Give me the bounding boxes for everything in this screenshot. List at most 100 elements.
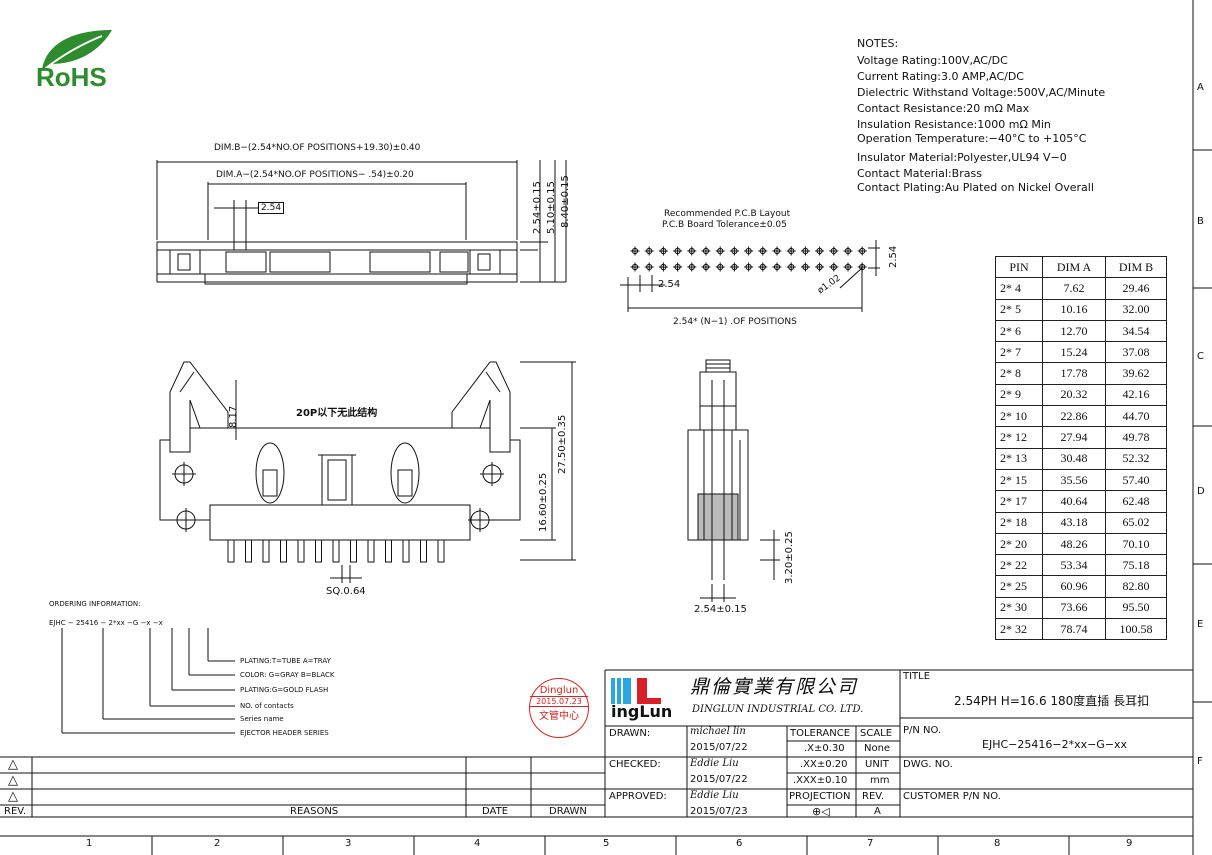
unit-label: UNIT — [865, 759, 889, 770]
dim-b-cell: 75.18 — [1105, 554, 1167, 577]
pcb-hole — [658, 262, 668, 272]
connector-pin — [420, 539, 427, 563]
title-label: TITLE — [903, 671, 931, 682]
rohs-text: RoHS — [36, 62, 107, 92]
drawn-name: michael lin — [690, 726, 746, 737]
note-line: Contact Plating:Au Plated on Nickel Over… — [857, 181, 1094, 194]
ordering-item: EJECTOR HEADER SERIES — [240, 729, 329, 737]
pcb-hole — [815, 246, 825, 256]
pcb-hole — [857, 246, 867, 256]
dim-a-cell: 78.74 — [1042, 618, 1106, 641]
logo-bar-red-foot — [637, 698, 661, 704]
scale-label: SCALE — [860, 728, 893, 739]
table-header-pin: PIN — [995, 255, 1043, 279]
pcb-hole — [687, 262, 697, 272]
dim-a-cell: 22.86 — [1042, 405, 1106, 428]
connector-pin — [385, 539, 392, 563]
pcb-hole — [800, 262, 810, 272]
company-name-cn: 鼎倫實業有限公司 — [690, 676, 859, 698]
company-logo-text: ingLun — [611, 702, 673, 721]
pn-label: P/N NO. — [903, 725, 942, 736]
pcb-hole — [630, 262, 640, 272]
pin-count-cell: 2* 17 — [995, 490, 1043, 513]
pcb-hole — [829, 262, 839, 272]
dim-a-cell: 53.34 — [1042, 554, 1106, 577]
ordering-item: NO. of contacts — [240, 702, 294, 710]
zone-col-label: 1 — [86, 838, 93, 849]
pcb-hole — [673, 262, 683, 272]
zone-row-label: A — [1197, 82, 1204, 93]
rev-triangle-icon: △ — [8, 757, 18, 772]
scale-value: None — [864, 743, 891, 754]
pn-value: EJHC−25416−2*xx−G−xx — [982, 738, 1128, 751]
pin-count-cell: 2* 10 — [995, 405, 1043, 428]
connector-pin — [402, 539, 410, 563]
zone-ticks — [151, 149, 1212, 855]
pcb-tolerance: P.C.B Board Tolerance±0.05 — [662, 220, 787, 230]
dim-b-cell: 34.54 — [1105, 319, 1167, 343]
dim-a-cell: 60.96 — [1042, 575, 1106, 598]
company-logo: ingLun — [611, 678, 691, 722]
pcb-hole — [729, 262, 739, 272]
zone-col-label: 8 — [994, 838, 1001, 849]
pcb-hole — [644, 246, 654, 256]
pcb-hole — [715, 246, 725, 256]
zone-row-label: D — [1197, 486, 1205, 497]
dim-b-cell: 70.10 — [1105, 532, 1167, 556]
zone-row-label: E — [1197, 619, 1204, 630]
stamp-line-3: 文管中心 — [539, 711, 579, 722]
pcb-hole — [786, 262, 796, 272]
note-line: Contact Resistance:20 mΩ Max — [857, 102, 1030, 115]
dim-b-cell: 65.02 — [1105, 511, 1167, 534]
pcb-hole — [658, 246, 668, 256]
pin-count-cell: 2* 15 — [995, 468, 1043, 492]
dim-a-cell: 10.16 — [1042, 298, 1106, 321]
approved-date: 2015/07/23 — [690, 806, 748, 817]
checked-name: Eddie Liu — [690, 758, 739, 769]
notes-heading: NOTES: — [857, 37, 899, 50]
dim-a-cell: 40.64 — [1042, 490, 1106, 513]
note-line: Current Rating:3.0 AMP,AC/DC — [857, 70, 1024, 83]
pcb-hole — [857, 262, 867, 272]
pcb-hole — [744, 246, 754, 256]
pcb-title: Recommended P.C.B Layout — [664, 209, 791, 219]
dim-b-cell: 39.62 — [1105, 362, 1167, 385]
dim-b-cell: 49.78 — [1105, 426, 1167, 449]
zone-row-label: B — [1197, 216, 1204, 227]
rohs-logo: RoHS — [28, 26, 138, 92]
connector-pin — [350, 539, 357, 563]
pcb-hole — [701, 262, 711, 272]
dim-a-cell: 20.32 — [1042, 383, 1106, 407]
dim-a-cell: 73.66 — [1042, 596, 1106, 620]
height-label-1: 2.54±0.15 — [532, 181, 543, 234]
table-header-row: PIN DIM A DIM B — [995, 255, 1167, 279]
front-dim-1660: 16.60±0.25 — [538, 472, 549, 532]
rev-value: A — [874, 806, 881, 817]
pcb-hole — [687, 246, 697, 256]
connector-pin — [262, 539, 270, 563]
rev-label: REV. — [862, 791, 884, 802]
ordering-item: COLOR: G=GRAY B=BLACK — [240, 671, 335, 679]
dim-a-label: DIM.A−(2.54*NO.OF POSITIONS− .54)±0.20 — [216, 170, 414, 180]
pin-count-cell: 2* 9 — [995, 383, 1043, 407]
dim-b-cell: 29.46 — [1105, 277, 1167, 300]
ordering-leaders — [61, 628, 235, 734]
dim-a-cell: 43.18 — [1042, 511, 1106, 534]
connector-pin — [315, 539, 322, 563]
pin-count-cell: 2* 8 — [995, 362, 1043, 385]
pin-count-cell: 2* 12 — [995, 426, 1043, 449]
pcb-hole — [786, 246, 796, 256]
ordering-item: PLATING:T=TUBE A=TRAY — [240, 657, 331, 665]
